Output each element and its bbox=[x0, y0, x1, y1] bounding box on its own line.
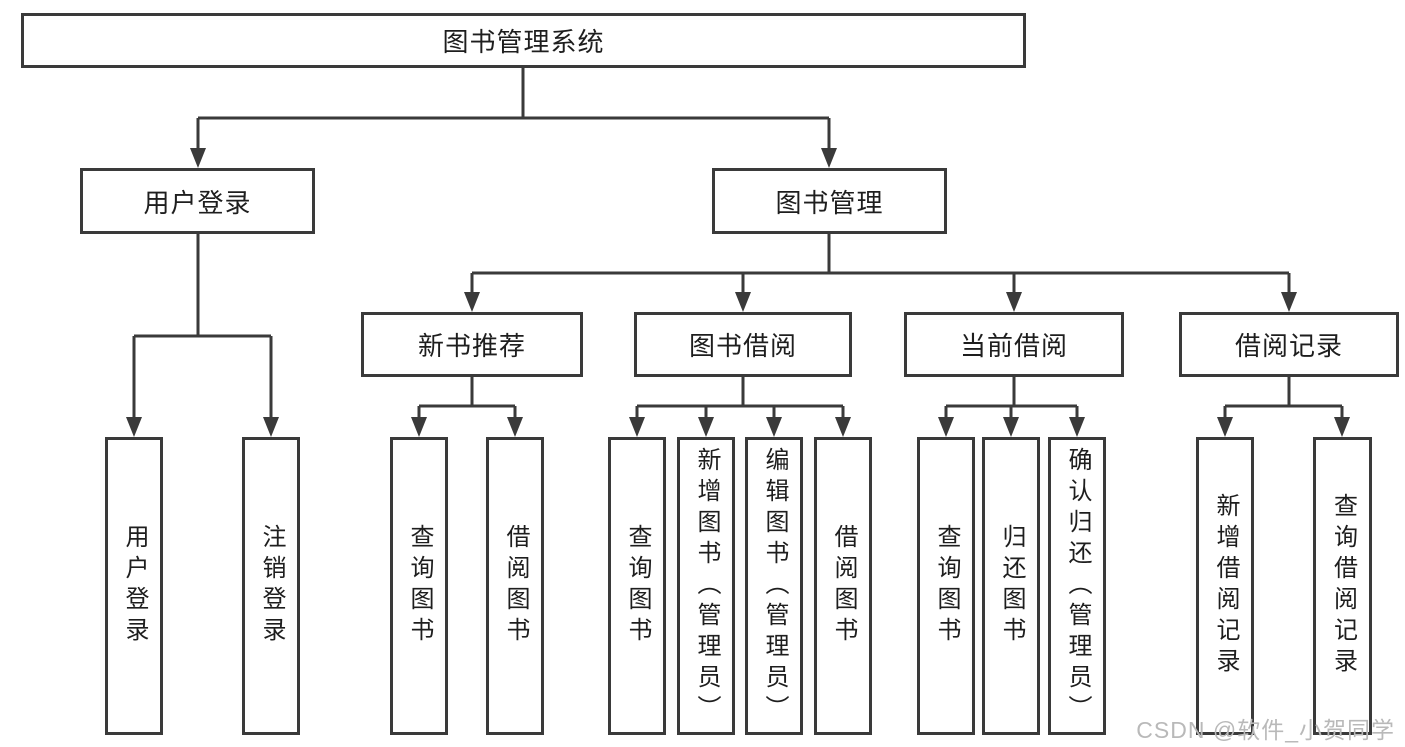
leaf-borrow-books-borrowing: 借阅图书 bbox=[814, 437, 872, 735]
node-new-book-recommend: 新书推荐 bbox=[361, 312, 583, 377]
leaf-user-login: 用户登录 bbox=[105, 437, 163, 735]
leaf-edit-book-admin: 编辑图书（管理员） bbox=[745, 437, 803, 735]
leaf-confirm-return-admin: 确认归还（管理员） bbox=[1048, 437, 1106, 735]
leaf-logout: 注销登录 bbox=[242, 437, 300, 735]
node-book-management: 图书管理 bbox=[712, 168, 947, 234]
leaf-return-books: 归还图书 bbox=[982, 437, 1040, 735]
leaf-add-book-admin: 新增图书（管理员） bbox=[677, 437, 735, 735]
leaf-query-books-current: 查询图书 bbox=[917, 437, 975, 735]
node-borrowing-records: 借阅记录 bbox=[1179, 312, 1399, 377]
leaf-query-borrow-record: 查询借阅记录 bbox=[1313, 437, 1372, 735]
watermark: CSDN @软件_小贺同学 bbox=[1136, 717, 1395, 743]
node-book-borrowing: 图书借阅 bbox=[634, 312, 852, 377]
leaf-borrow-books-recommend: 借阅图书 bbox=[486, 437, 544, 735]
leaf-query-books-recommend: 查询图书 bbox=[390, 437, 448, 735]
leaf-add-borrow-record: 新增借阅记录 bbox=[1196, 437, 1254, 735]
node-user-login: 用户登录 bbox=[80, 168, 315, 234]
node-root: 图书管理系统 bbox=[21, 13, 1026, 68]
leaf-query-books-borrowing: 查询图书 bbox=[608, 437, 666, 735]
node-current-borrowing: 当前借阅 bbox=[904, 312, 1124, 377]
